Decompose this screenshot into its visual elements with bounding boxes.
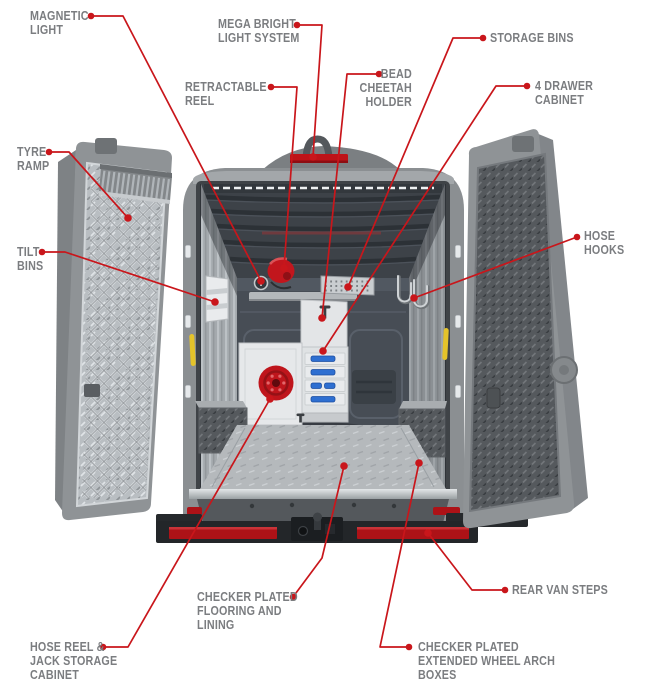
label-line: MAGNETIC bbox=[30, 9, 89, 23]
label-line: BINS bbox=[17, 259, 44, 273]
label-line: TILT bbox=[17, 245, 40, 259]
label-line: HOLDER bbox=[365, 95, 412, 109]
label-line: STORAGE BINS bbox=[490, 31, 574, 45]
label-line: 4 DRAWER bbox=[535, 79, 594, 93]
label-line: CHECKER PLATED bbox=[197, 590, 298, 604]
label-line: BEAD bbox=[380, 67, 412, 81]
label-line: REAR VAN STEPS bbox=[512, 583, 608, 597]
label-line: FLOORING AND bbox=[197, 604, 282, 618]
label-line: BOXES bbox=[418, 668, 457, 682]
label-line: LIGHT bbox=[30, 23, 64, 37]
label-line: LINING bbox=[197, 618, 235, 632]
grab-strip-left bbox=[189, 333, 196, 366]
label-line: HOOKS bbox=[584, 243, 625, 257]
label-rear-van-steps: REAR VAN STEPS bbox=[512, 583, 608, 597]
label-line: REEL bbox=[185, 94, 215, 108]
label-line: TYRE bbox=[17, 145, 47, 159]
left-door-outer-edge bbox=[55, 150, 76, 516]
label-line: HOSE REEL & bbox=[30, 640, 105, 654]
label-line: JACK STORAGE bbox=[30, 654, 118, 668]
drawer-cabinet-graphic bbox=[296, 346, 349, 423]
label-line: CABINET bbox=[535, 93, 584, 107]
label-line: RAMP bbox=[17, 159, 50, 173]
label-storage-bins: STORAGE BINS bbox=[490, 31, 574, 45]
label-line: CABINET bbox=[30, 668, 79, 682]
right-door-latch bbox=[486, 387, 501, 409]
label-line: HOSE bbox=[584, 229, 616, 243]
left-door-handle bbox=[84, 384, 100, 397]
label-line: MEGA BRIGHT bbox=[218, 17, 296, 31]
label-line: CHECKER PLATED bbox=[418, 640, 519, 654]
label-line: LIGHT SYSTEM bbox=[218, 31, 300, 45]
label-line: CHEETAH bbox=[359, 81, 412, 95]
label-line: EXTENDED WHEEL ARCH bbox=[418, 654, 556, 668]
bulkhead-recess bbox=[352, 370, 396, 404]
label-line: RETRACTABLE bbox=[185, 80, 267, 94]
